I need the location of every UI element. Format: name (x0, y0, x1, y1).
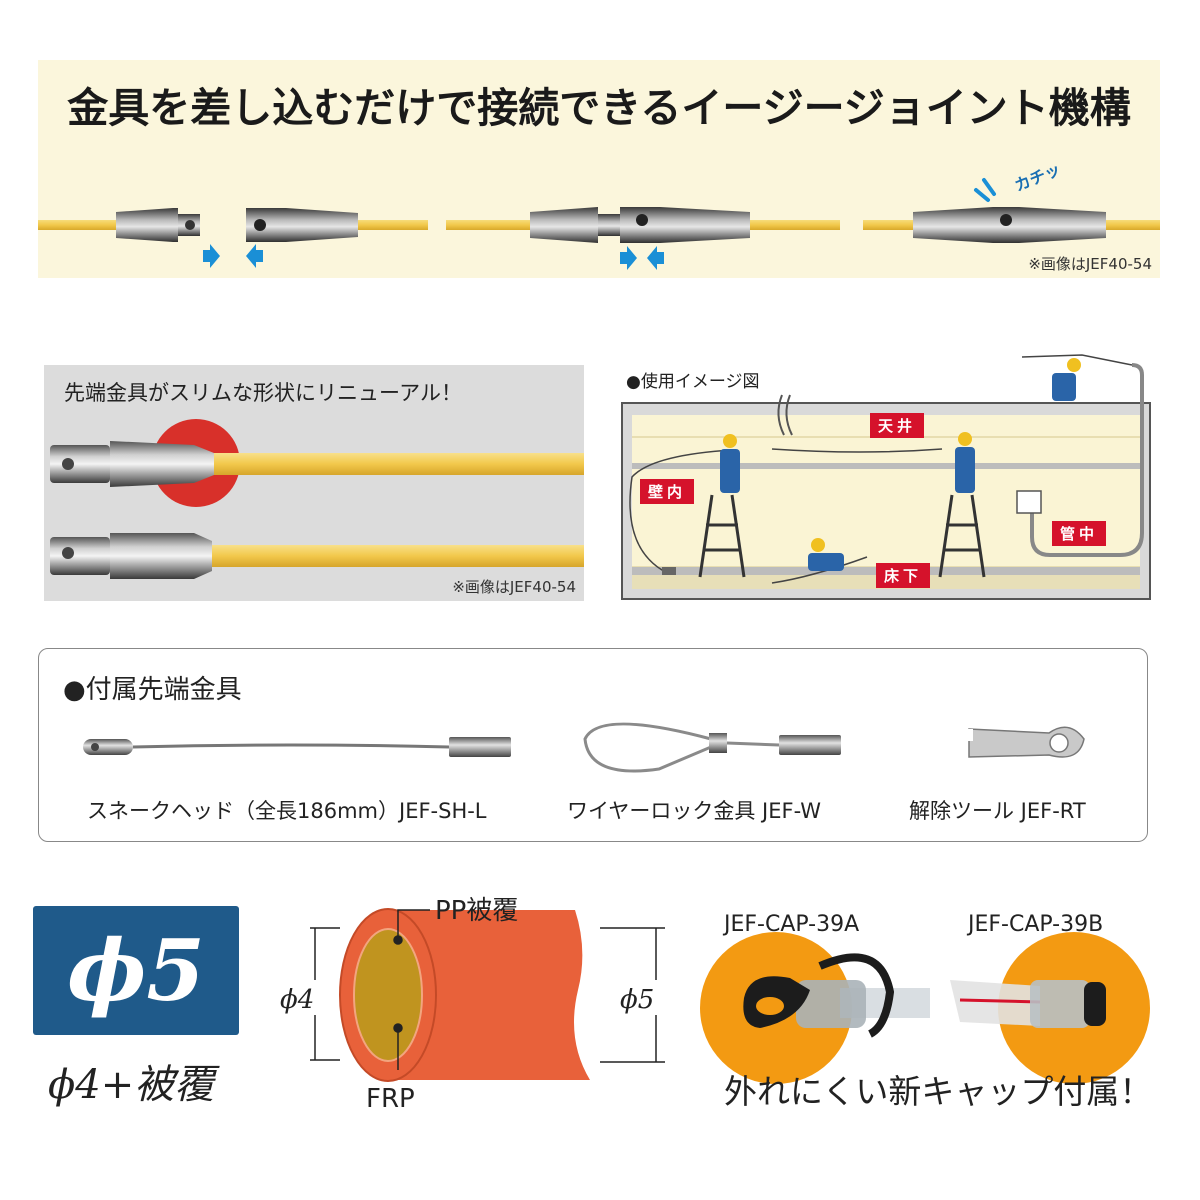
inner-diameter-label: ϕ4 (280, 985, 315, 1015)
wire-lock-label: ワイヤーロック金具 JEF-W (567, 799, 822, 823)
caps-illustration (700, 932, 1150, 1084)
included-tips-title: ●付属先端金具 (63, 675, 242, 705)
tip-renewal-caption: 先端金具がスリムな形状にリニューアル！ (64, 381, 462, 405)
arrow-left-icon (246, 244, 263, 268)
core-label: FRP (366, 1084, 415, 1114)
easy-joint-illustration (38, 178, 1160, 270)
tip-comparison-photo: 先端金具がスリムな形状にリニューアル！ ※画像はJEF40-54 (44, 365, 584, 601)
new-cap-caption: 外れにくい新キャップ付属！ (724, 1072, 1153, 1111)
joint-stage-connected (863, 178, 1160, 243)
joint-stage-inserting (446, 207, 840, 270)
included-tips-illustration (83, 722, 1085, 773)
worker-figure (808, 538, 844, 571)
diameter-sub-label: ϕ4+被覆 (48, 1062, 215, 1108)
cap-a-item (743, 953, 930, 1038)
coating-label: PP被覆 (435, 896, 519, 926)
usage-image-diagram: ●使用イメージ図 天井 壁内 床下 管中 (612, 345, 1160, 603)
old-tip (50, 533, 584, 579)
outer-diameter-label: ϕ5 (620, 985, 655, 1015)
zone-label-wall: 壁内 (640, 479, 695, 504)
usage-caption: ●使用イメージ図 (626, 372, 760, 392)
diameter-badge: ϕ5 (33, 906, 239, 1035)
joint-stage-separated (38, 208, 428, 268)
cap-b-label: JEF-CAP-39B (968, 912, 1104, 937)
worker-figure (955, 432, 975, 493)
release-tool-item (963, 726, 1085, 758)
worker-figure (1052, 358, 1081, 401)
easy-joint-banner: 金具を差し込むだけで接続できるイージージョイント機構 カチッ ※画像はJEF40… (38, 60, 1160, 278)
snake-head-item (83, 737, 511, 757)
snake-head-label: スネークヘッド（全長186mm）JEF-SH-L (87, 799, 487, 823)
new-slim-tip (50, 441, 584, 487)
cap-b-item (950, 980, 1106, 1028)
banner-title: 金具を差し込むだけで接続できるイージージョイント機構 (67, 84, 1131, 132)
click-motion-lines (974, 178, 996, 202)
included-tips-box: ●付属先端金具 スネークヘッド（全長1 (38, 648, 1148, 842)
release-tool-label: 解除ツール JEF-RT (909, 799, 1086, 823)
wire-lock-item (583, 722, 841, 773)
worker-figure (720, 434, 740, 493)
tip-image-note: ※画像はJEF40-54 (452, 578, 576, 596)
zone-label-pipe: 管中 (1052, 521, 1107, 546)
arrow-left-icon (647, 246, 664, 270)
banner-image-note: ※画像はJEF40-54 (1028, 255, 1152, 273)
arrow-right-icon (620, 246, 637, 270)
cap-a-label: JEF-CAP-39A (724, 912, 860, 937)
zone-label-ceiling: 天井 (870, 413, 925, 438)
cross-section-illustration (310, 908, 665, 1082)
tip-comparison-illustration (50, 419, 584, 579)
arrow-right-icon (203, 244, 220, 268)
zone-label-floor: 床下 (876, 563, 931, 588)
